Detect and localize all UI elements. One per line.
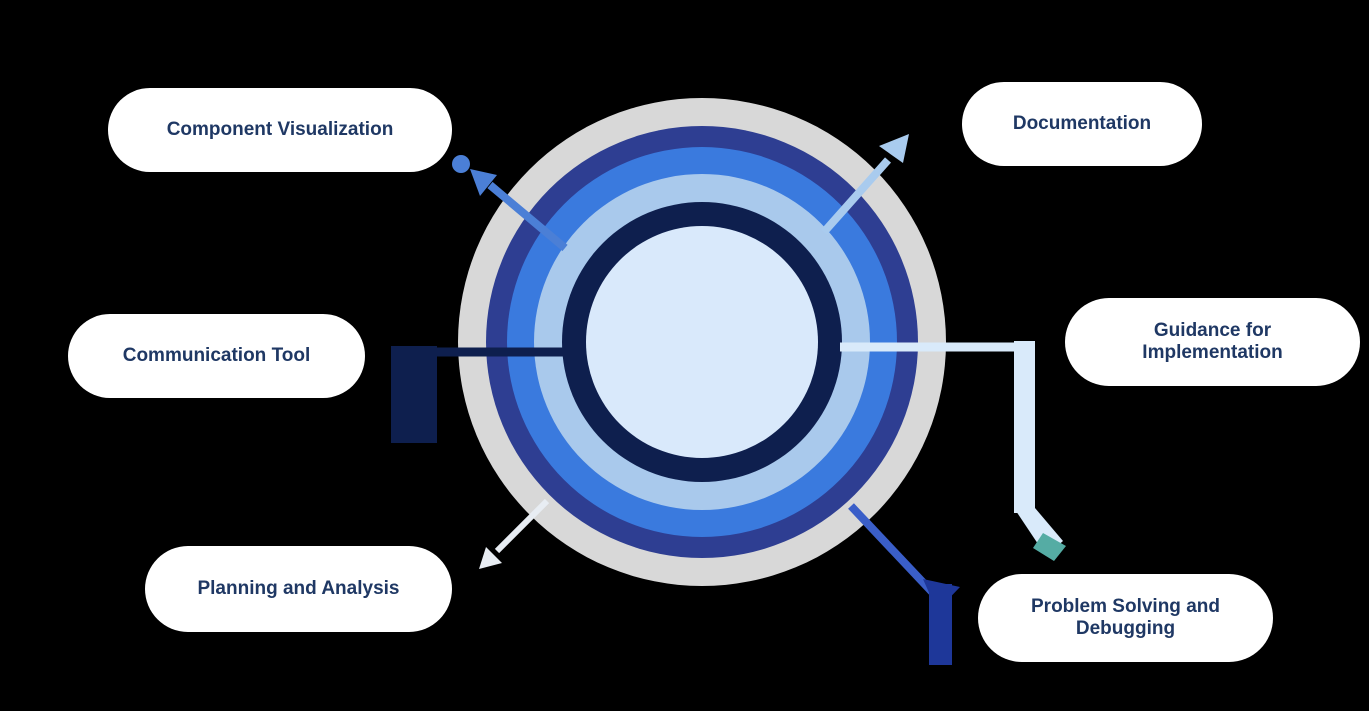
node-problem-solving-and-debugging: Problem Solving and Debugging xyxy=(978,574,1273,662)
connector-documentation xyxy=(821,134,909,235)
arrowhead-icon xyxy=(879,134,909,163)
connector-planning-and-analysis xyxy=(479,498,550,569)
core-circle xyxy=(586,226,818,458)
arrowhead-icon xyxy=(470,169,497,196)
node-planning-and-analysis: Planning and Analysis xyxy=(145,546,452,632)
center-circles xyxy=(458,98,946,586)
arrow-dot-icon xyxy=(452,155,470,173)
connector-vertical-bar xyxy=(1014,341,1035,513)
node-component-visualization: Component Visualization xyxy=(108,88,452,172)
connector-teal-tip xyxy=(1033,533,1066,561)
node-documentation: Documentation xyxy=(962,82,1202,166)
connector-communication-tool xyxy=(391,346,566,443)
node-label: Component Visualization xyxy=(166,118,394,140)
connector-line xyxy=(487,181,568,252)
node-communication-tool: Communication Tool xyxy=(68,314,365,398)
connector-line xyxy=(821,157,891,235)
connector-component-visualization xyxy=(452,155,568,252)
node-label: Communication Tool xyxy=(122,344,311,366)
node-label: Guidance for Implementation xyxy=(1142,319,1283,363)
connector-line xyxy=(494,498,550,554)
node-label: Planning and Analysis xyxy=(197,577,400,599)
connector-bar xyxy=(391,346,437,443)
node-label: Problem Solving and Debugging xyxy=(1031,595,1220,639)
connector-guidance-for-implementation xyxy=(840,341,1066,561)
connector-bar xyxy=(929,584,952,665)
node-guidance-for-implementation: Guidance for Implementation xyxy=(1065,298,1360,386)
arrowhead-icon xyxy=(479,547,502,569)
connector-problem-solving-and-debugging xyxy=(848,503,960,665)
node-label: Documentation xyxy=(1012,112,1152,134)
connector-line xyxy=(848,503,936,596)
